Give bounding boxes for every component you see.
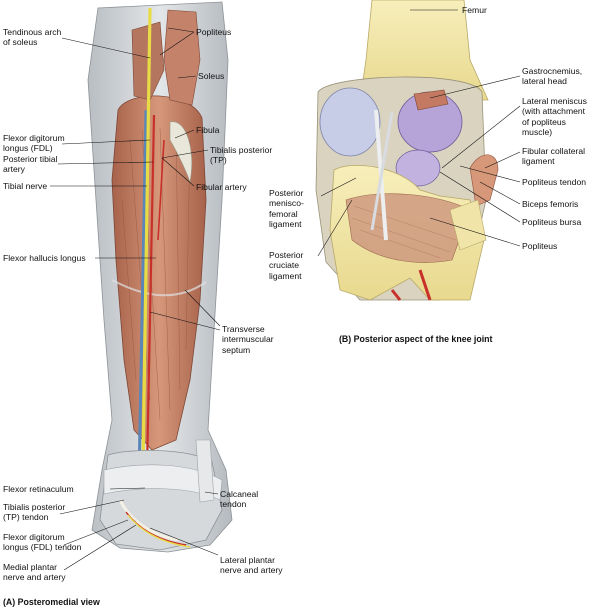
label-gastrocnemius: Gastrocnemius, lateral head <box>522 66 583 87</box>
label-lateral-meniscus: Lateral meniscus (with attachment of pop… <box>522 96 587 138</box>
label-soleus: Soleus <box>198 71 225 81</box>
label-popliteus-bursa: Popliteus bursa <box>522 217 582 227</box>
label-tibialis-posterior: Tibialis posterior (TP) <box>210 145 273 166</box>
label-fibula: Fibula <box>196 125 220 135</box>
knee-illustration <box>315 0 499 301</box>
leader-lines <box>50 9 521 571</box>
caption-panel-b: (B) Posterior aspect of the knee joint <box>339 334 493 344</box>
label-flexor-retinaculum: Flexor retinaculum <box>3 484 74 494</box>
label-tp-tendon: Tibialis posterior (TP) tendon <box>3 502 66 523</box>
label-fdl-tendon: Flexor digitorum longus (FDL) tendon <box>3 532 82 553</box>
label-fhl: Flexor hallucis longus <box>3 253 86 263</box>
label-calcaneal-tendon: Calcaneal tendon <box>220 489 259 510</box>
label-popliteus-b: Popliteus <box>522 241 558 251</box>
label-posterior-tibial-artery: Posterior tibial artery <box>3 154 58 175</box>
label-popliteus-tendon: Popliteus tendon <box>522 177 587 187</box>
leg-illustration <box>87 1 233 553</box>
label-fdl: Flexor digitorum longus (FDL) <box>3 133 65 154</box>
label-femur: Femur <box>462 5 487 15</box>
label-biceps-femoris: Biceps femoris <box>522 199 579 209</box>
label-fibular-artery: Fibular artery <box>196 182 247 192</box>
label-medial-plantar: Medial plantar nerve and artery <box>3 562 66 583</box>
label-posterior-cruciate: Posterior cruciate ligament <box>269 250 304 281</box>
label-posterior-meniscofemoral: Posterior menisco- femoral ligament <box>269 188 304 230</box>
label-transverse-septum: Transverse intermuscular septum <box>222 324 274 355</box>
label-tibial-nerve: Tibial nerve <box>3 181 48 191</box>
caption-panel-a: (A) Posteromedial view <box>3 597 100 607</box>
label-tendinous-arch: Tendinous arch of soleus <box>3 27 62 48</box>
label-popliteus-a: Popliteus <box>196 27 232 37</box>
label-lateral-plantar: Lateral plantar nerve and artery <box>220 555 283 576</box>
label-fibular-collateral: Fibular collateral ligament <box>522 146 586 167</box>
